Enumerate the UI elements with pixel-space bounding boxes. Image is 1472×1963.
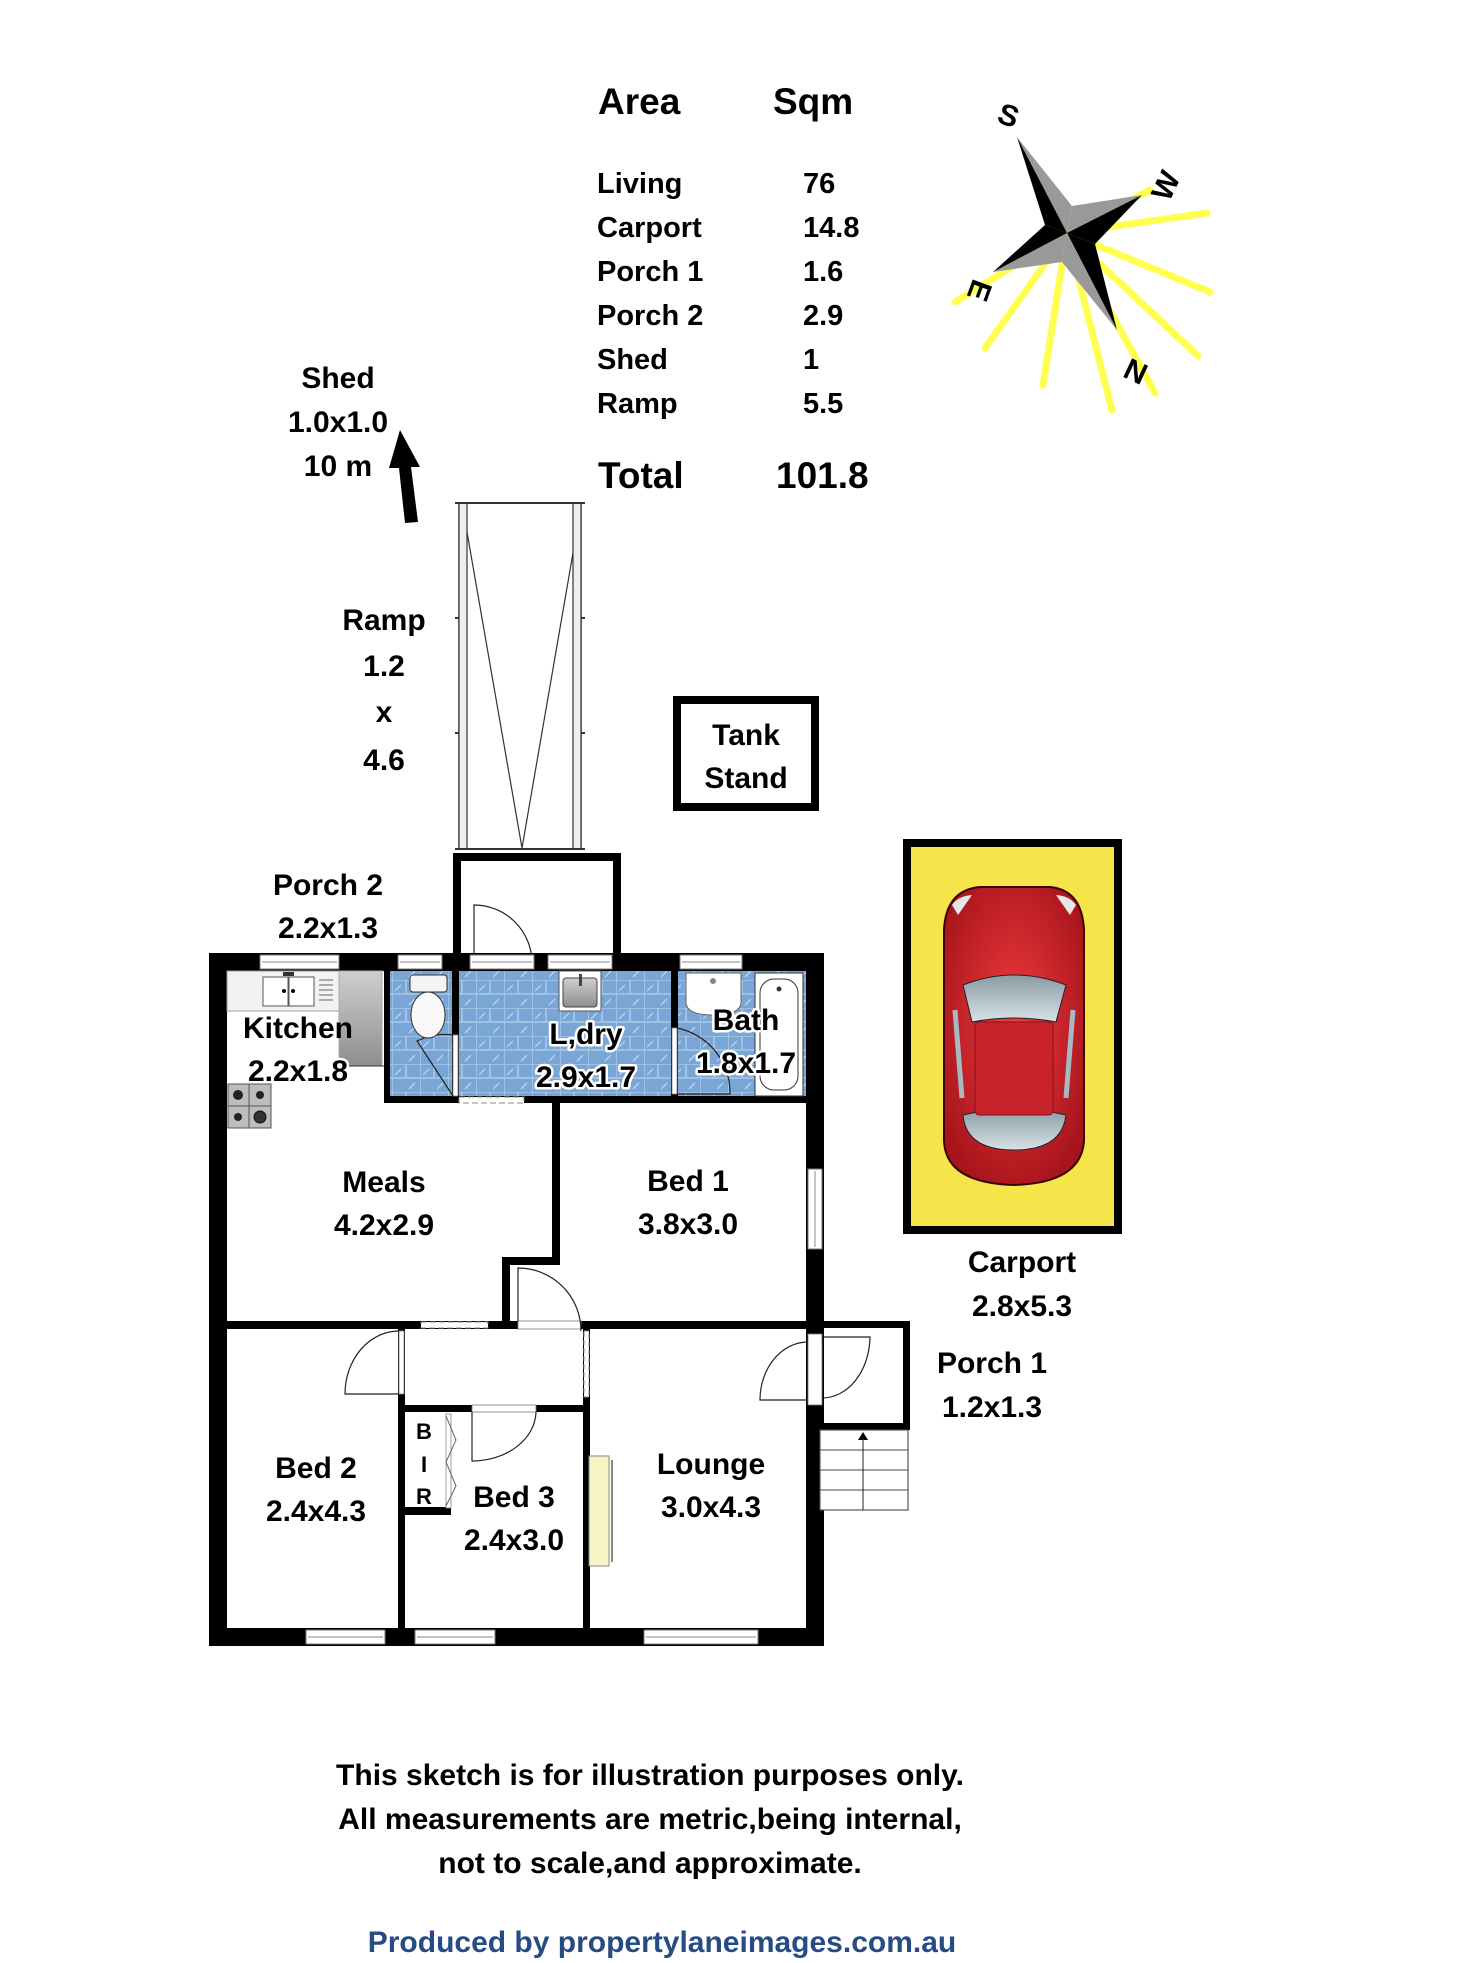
shed-distance: 10 m bbox=[304, 450, 372, 483]
arrow-up-icon bbox=[389, 430, 420, 523]
compass-point-e-dark bbox=[993, 225, 1067, 272]
ramp-x: x bbox=[376, 696, 393, 729]
bed1-dims: 3.8x3.0 bbox=[638, 1208, 738, 1241]
disclaimer-line2: All measurements are metric,being intern… bbox=[338, 1803, 962, 1836]
heater-icon bbox=[588, 1455, 610, 1567]
laundry-opening bbox=[458, 1096, 525, 1104]
kitchen-sink-icon bbox=[226, 970, 340, 1012]
bir-letter-i: I bbox=[421, 1452, 427, 1477]
shed-size: 1.0x1.0 bbox=[288, 406, 388, 439]
compass-icon: S W N E bbox=[951, 97, 1214, 414]
ramp-title: Ramp bbox=[342, 604, 425, 637]
porch2-name: Porch 2 bbox=[273, 869, 383, 902]
row-label: Porch 1 bbox=[597, 256, 703, 288]
main-building: Kitchen 2.2x1.8 L,dry 2.9x1.7 Bath 1.8x1… bbox=[209, 953, 871, 1646]
ramp bbox=[455, 502, 585, 850]
compass-point-n-light bbox=[1062, 233, 1117, 330]
car-icon bbox=[943, 886, 1085, 1187]
disclaimer: This sketch is for illustration purposes… bbox=[336, 1759, 964, 1880]
tank-stand-line2: Stand bbox=[704, 762, 787, 795]
bed2-name: Bed 2 bbox=[275, 1452, 357, 1485]
laundry-tub-icon bbox=[558, 970, 602, 1012]
bir-letter-b: B bbox=[416, 1419, 432, 1444]
row-value: 5.5 bbox=[803, 388, 843, 420]
carport: Carport 2.8x5.3 bbox=[903, 839, 1122, 1323]
porch1-name: Porch 1 bbox=[937, 1347, 1047, 1380]
total-label: Total bbox=[598, 455, 684, 496]
fridge-icon bbox=[338, 970, 383, 1067]
row-value: 14.8 bbox=[803, 212, 859, 244]
disclaimer-line1: This sketch is for illustration purposes… bbox=[336, 1759, 964, 1792]
ramp-length: 4.6 bbox=[363, 744, 405, 777]
laundry-dims: 2.9x1.7 bbox=[536, 1061, 636, 1094]
compass-point-s bbox=[1017, 137, 1072, 233]
compass-point-s-dark bbox=[1017, 137, 1067, 233]
row-label: Carport bbox=[597, 212, 702, 244]
row-label: Porch 2 bbox=[597, 300, 703, 332]
row-value: 1 bbox=[803, 344, 819, 376]
porch2-dims: 2.2x1.3 bbox=[278, 912, 378, 945]
tank-stand-line1: Tank bbox=[712, 719, 780, 752]
meals-name: Meals bbox=[342, 1166, 425, 1199]
bed3-dims: 2.4x3.0 bbox=[464, 1524, 564, 1557]
meals-opening bbox=[420, 1321, 489, 1329]
shed-title: Shed bbox=[301, 362, 374, 395]
bath-dims: 1.8x1.7 bbox=[696, 1047, 796, 1080]
bed2-dims: 2.4x4.3 bbox=[266, 1495, 366, 1528]
compass-point-w-dark bbox=[1067, 195, 1142, 244]
row-value: 1.6 bbox=[803, 256, 843, 288]
bath-name: Bath bbox=[713, 1004, 780, 1037]
shed-note: Shed 1.0x1.0 10 m bbox=[288, 362, 420, 523]
disclaimer-line3: not to scale,and approximate. bbox=[438, 1847, 861, 1880]
credit-link[interactable]: Produced by propertylaneimages.com.au bbox=[368, 1926, 957, 1959]
lounge-name: Lounge bbox=[657, 1448, 765, 1481]
steps-icon bbox=[819, 1429, 909, 1511]
total-value: 101.8 bbox=[776, 455, 869, 496]
carport-dims: 2.8x5.3 bbox=[972, 1290, 1072, 1323]
row-label: Ramp bbox=[597, 388, 678, 420]
ramp-width: 1.2 bbox=[363, 650, 405, 683]
lounge-opening bbox=[583, 1330, 590, 1398]
row-label: Living bbox=[597, 168, 682, 200]
area-header: Area bbox=[598, 81, 681, 122]
toilet-icon bbox=[409, 974, 448, 1039]
porch-1: Porch 1 1.2x1.3 bbox=[819, 1321, 1047, 1511]
lounge-dims: 3.0x4.3 bbox=[661, 1491, 761, 1524]
bed1-door bbox=[517, 1320, 582, 1330]
compass-label-s: S bbox=[993, 97, 1023, 135]
ramp-label: Ramp 1.2 x 4.6 bbox=[342, 604, 425, 777]
bed3-name: Bed 3 bbox=[473, 1481, 555, 1514]
kitchen-name: Kitchen bbox=[243, 1012, 353, 1045]
laundry-name: L,dry bbox=[549, 1018, 623, 1051]
carport-name: Carport bbox=[968, 1246, 1076, 1279]
row-label: Shed bbox=[597, 344, 668, 376]
kitchen-dims: 2.2x1.8 bbox=[248, 1055, 348, 1088]
tank-stand: Tank Stand bbox=[673, 696, 819, 811]
front-door bbox=[807, 1333, 823, 1406]
bathtub-icon bbox=[754, 972, 804, 1097]
compass-label-w: W bbox=[1145, 166, 1187, 206]
bir-letter-r: R bbox=[416, 1484, 432, 1509]
row-value: 2.9 bbox=[803, 300, 843, 332]
porch-2: Porch 2 2.2x1.3 bbox=[273, 853, 621, 964]
sqm-header: Sqm bbox=[773, 81, 853, 122]
bed2-door bbox=[398, 1330, 405, 1395]
bed3-door bbox=[471, 1404, 537, 1413]
basin-icon bbox=[685, 972, 742, 1016]
bed1-name: Bed 1 bbox=[647, 1165, 729, 1198]
porch1-dims: 1.2x1.3 bbox=[942, 1391, 1042, 1424]
meals-dims: 4.2x2.9 bbox=[334, 1209, 434, 1242]
row-value: 76 bbox=[803, 168, 835, 200]
area-table: Area Sqm Living 76 Carport 14.8 Porch 1 … bbox=[597, 81, 869, 496]
stove-icon bbox=[227, 1083, 272, 1129]
